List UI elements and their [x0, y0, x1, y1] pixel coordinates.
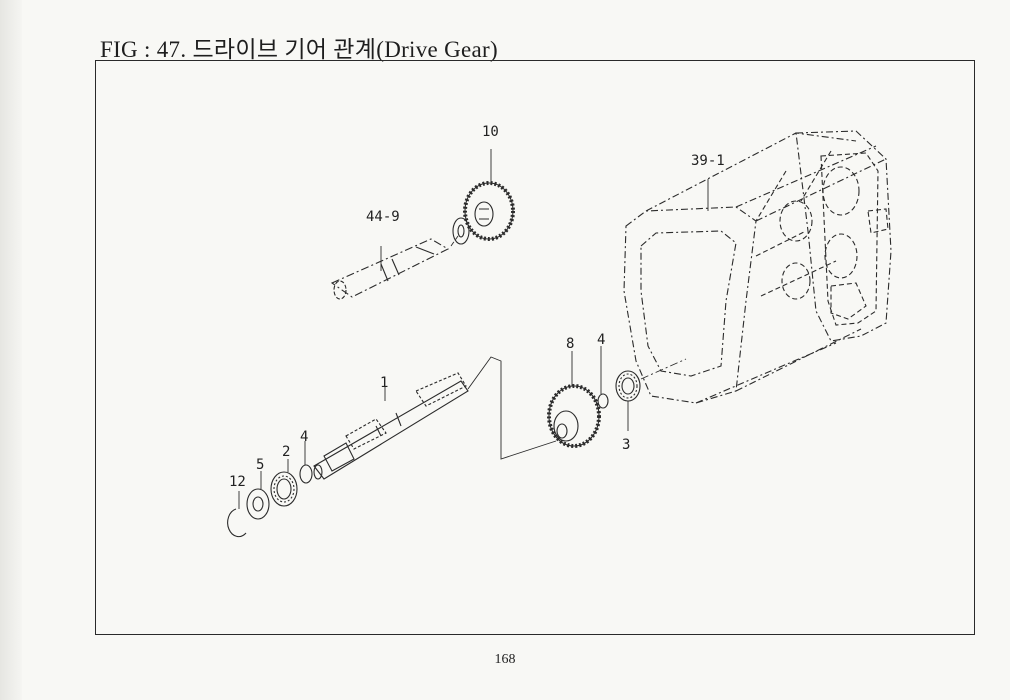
bearing-right: [615, 370, 641, 402]
leader-lines: [238, 149, 709, 509]
figure-title: FIG : 47. 드라이브 기어 관계(Drive Gear): [100, 37, 498, 62]
bearing-left: [270, 471, 298, 507]
callout-labels: 10 44-9 39-1 1 8 4 3 2 4 12 5: [229, 124, 725, 490]
page-number: 168: [494, 652, 516, 667]
circlip: [227, 508, 247, 538]
countershaft-washer: [452, 217, 470, 245]
callout-12: 12: [229, 474, 246, 490]
transmission-case: [623, 130, 892, 404]
washer-left: [246, 488, 270, 520]
snap-ring-left: [299, 464, 313, 484]
scan-edge: [0, 0, 22, 700]
snap-ring-right: [597, 393, 609, 409]
counter-gear: [463, 181, 515, 241]
drive-gear: [547, 384, 601, 448]
diagram-frame: 10 44-9 39-1 1 8 4 3 2 4 12 5: [95, 60, 975, 635]
countershaft: [330, 238, 450, 300]
callout-10: 10: [482, 124, 499, 140]
callout-44-9: 44-9: [366, 209, 400, 225]
callout-4-left: 4: [300, 429, 308, 445]
drive-shaft: [313, 372, 469, 480]
callout-8: 8: [566, 336, 574, 352]
assembly-lines: [450, 235, 687, 460]
callout-5: 5: [256, 457, 264, 473]
callout-3: 3: [622, 437, 630, 453]
callout-1: 1: [380, 375, 388, 391]
drive-gear-diagram: 10 44-9 39-1 1 8 4 3 2 4 12 5: [227, 124, 892, 538]
callout-4-right: 4: [597, 332, 605, 348]
callout-2: 2: [282, 444, 290, 460]
callout-39-1: 39-1: [691, 153, 725, 169]
